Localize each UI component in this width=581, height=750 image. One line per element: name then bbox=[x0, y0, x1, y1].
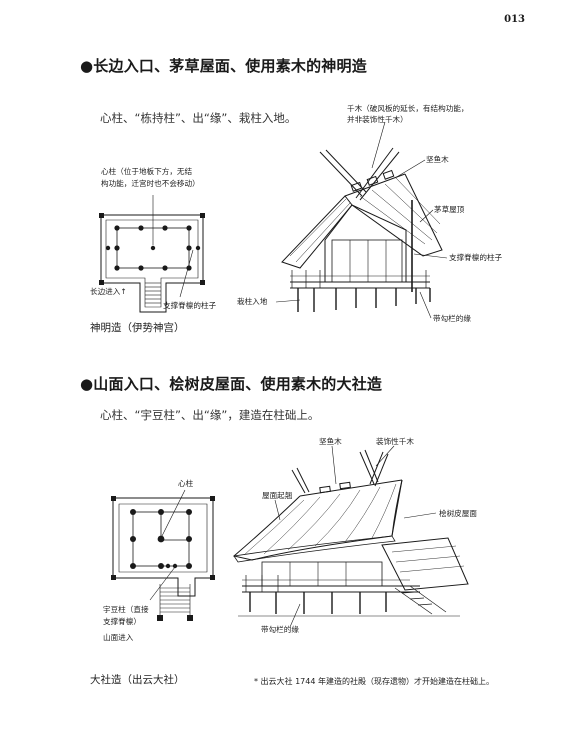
ise-ridge-post-label: 支撑脊檩的柱子 bbox=[449, 253, 503, 262]
page-number: 013 bbox=[504, 14, 525, 25]
izumo-katsuogi-label: 坚鱼木 bbox=[319, 437, 342, 446]
ise-center-pillar-label-1: 心柱（位于地板下方，无结 bbox=[101, 167, 193, 176]
ise-plan-ridge-post-label: 支撑脊檩的柱子 bbox=[163, 301, 217, 310]
ise-buried-post-label: 栽柱入地 bbox=[237, 297, 268, 306]
izumo-caption: 大社造（出云大社） bbox=[90, 674, 185, 686]
section2-subtitle: 心柱、“宇豆柱”、出“缘”，建造在柱础上。 bbox=[100, 408, 320, 422]
ise-center-pillar-label-2: 构功能，迁宫时也不会移动） bbox=[101, 179, 200, 188]
izumo-curve-label: 屋面起翘 bbox=[262, 491, 293, 500]
izumo-uzu-label-1: 宇豆柱（直接 bbox=[103, 605, 149, 614]
section1-heading: ●长边入口、茅草屋面、使用素木的神明造 bbox=[80, 57, 367, 75]
ise-chigi-label-2: 并非装饰性千木） bbox=[347, 115, 408, 124]
izumo-entrance-label: 山面进入 bbox=[103, 633, 134, 642]
section1-subtitle: 心柱、“栋持柱”、出“缘”、栽柱入地。 bbox=[100, 111, 297, 125]
izumo-footnote: * 出云大社 1744 年建造的社殿（现存遗物）才开始建造在柱础上。 bbox=[254, 677, 494, 686]
izumo-bark-label: 桧树皮屋面 bbox=[439, 509, 477, 518]
ise-caption: 神明造（伊势神宫） bbox=[90, 322, 185, 334]
izumo-center-pillar-label: 心柱 bbox=[178, 479, 194, 488]
ise-thatch-label: 茅草屋顶 bbox=[434, 205, 465, 214]
section2-heading: ●山面入口、桧树皮屋面、使用素木的大社造 bbox=[80, 375, 383, 393]
izumo-chigi-label: 装饰性千木 bbox=[376, 437, 414, 446]
ise-chigi-label-1: 千木（破风板的延长，有结构功能， bbox=[347, 104, 469, 113]
izumo-veranda-label: 带勾栏的缘 bbox=[261, 625, 299, 634]
ise-entrance-label: 长边进入↑ bbox=[90, 287, 127, 296]
ise-katsuogi-label: 坚鱼木 bbox=[426, 155, 449, 164]
ise-veranda-label: 带勾栏的缘 bbox=[433, 314, 471, 323]
izumo-uzu-label-2: 支撑脊檩） bbox=[103, 617, 141, 626]
